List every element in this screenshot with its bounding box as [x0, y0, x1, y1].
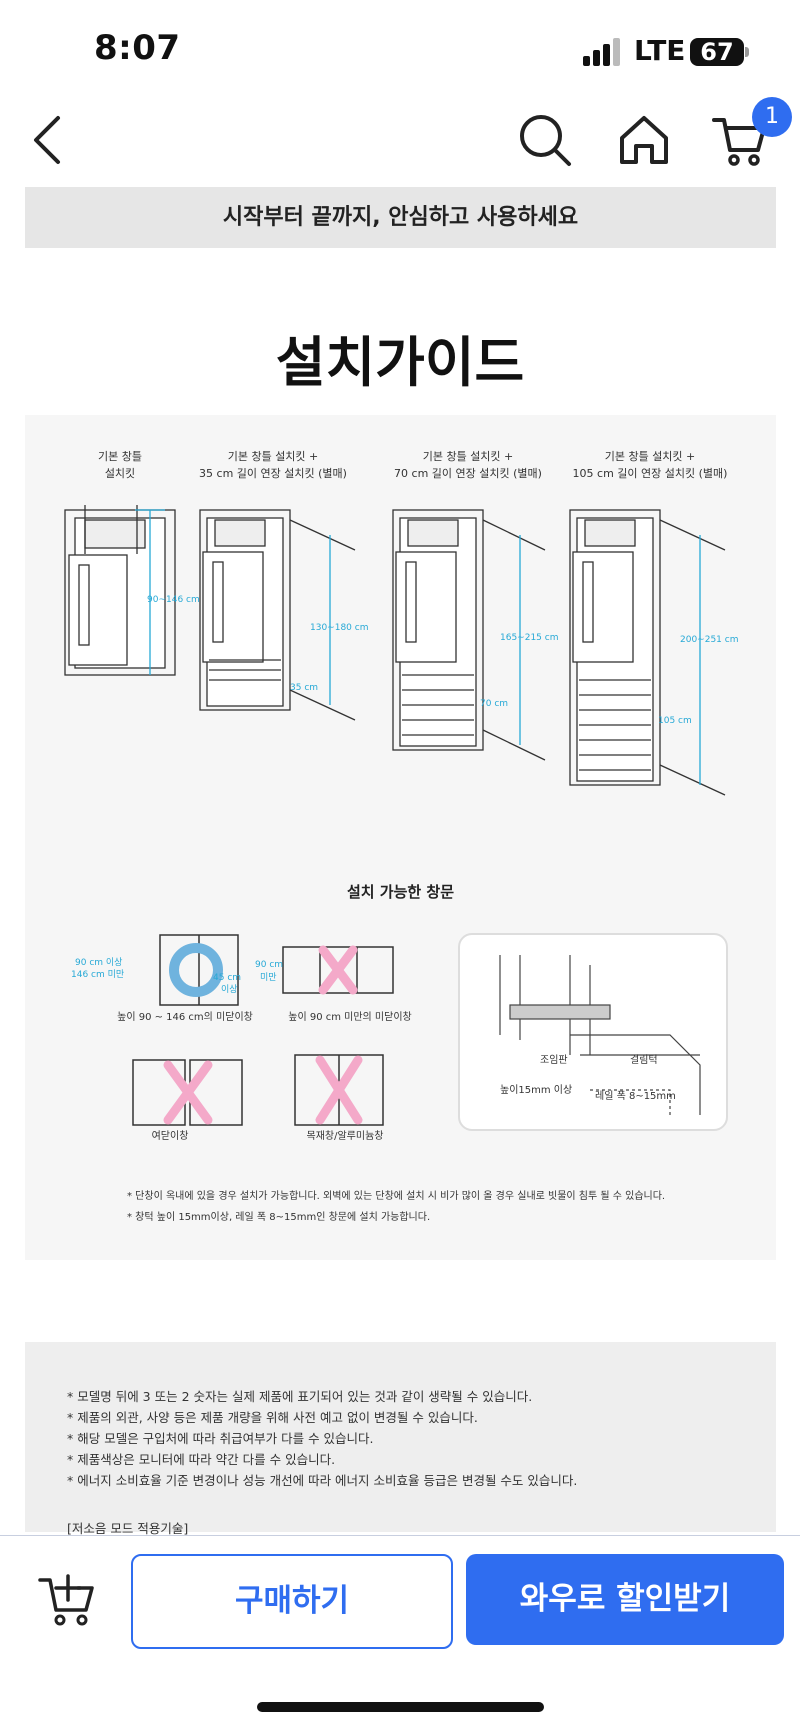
home-indicator[interactable] — [257, 1702, 544, 1712]
ok-mark-icon — [169, 943, 223, 997]
window-types-illustration: 90 cm 이상 146 cm 미만 45 cm 이상 90 cm 미만 — [71, 934, 394, 1126]
guide-footnote: * 단창이 옥내에 있을 경우 설치가 가능합니다. 외벽에 있는 단창에 설치… — [127, 1191, 666, 1202]
add-to-cart-icon[interactable] — [38, 1570, 96, 1628]
kit3-ext: 70 cm — [480, 699, 508, 709]
kit4-range: 200~251 cm — [680, 635, 738, 645]
dim-label: 미만 — [260, 972, 277, 983]
cart-count-badge: 1 — [752, 97, 792, 137]
dim-label: 45 cm — [213, 973, 241, 983]
detail-label: 높이15mm 이상 — [500, 1085, 573, 1096]
rail-detail-illustration — [499, 955, 701, 1115]
install-guide-title: 설치가이드 — [275, 331, 525, 394]
status-time: 8:07 — [94, 28, 181, 68]
note-item: * 제품의 외관, 사양 등은 제품 개량을 위해 사전 예고 없이 변경될 수… — [67, 1410, 478, 1425]
network-type: LTE — [634, 34, 686, 67]
guide-footnote: * 창턱 높이 15mm이상, 레일 폭 8~15mm인 창문에 설치 가능합니… — [127, 1212, 431, 1223]
no-mark-icon — [163, 945, 363, 1125]
notes-subheading: [저소음 모드 적용기술] — [67, 1521, 189, 1536]
kit2-ext: 35 cm — [290, 683, 318, 693]
kit-caption: 기본 창틀 설치킷 +70 cm 길이 연장 설치킷 (별매) — [394, 450, 542, 480]
kit2-range: 130~180 cm — [310, 623, 368, 633]
kit-caption: 기본 창틀 설치킷 +35 cm 길이 연장 설치킷 (별매) — [199, 450, 347, 480]
kit3-range: 165~215 cm — [500, 633, 558, 643]
detail-label: 레일 폭 8~15mm — [595, 1091, 676, 1102]
rail-detail-box: 조임판 걸림턱 높이15mm 이상 레일 폭 8~15mm — [458, 933, 728, 1131]
detail-label: 조임판 — [540, 1055, 568, 1066]
battery-tip — [745, 47, 749, 57]
dim-label: 이상 — [221, 984, 238, 995]
notes-panel: * 모델명 뒤에 3 또는 2 숫자는 실제 제품에 표기되어 있는 것과 같이… — [25, 1342, 776, 1536]
buy-button[interactable]: 구매하기 — [131, 1554, 453, 1649]
note-item: * 모델명 뒤에 3 또는 2 숫자는 실제 제품에 표기되어 있는 것과 같이… — [67, 1389, 533, 1404]
window-label: 높이 90 ~ 146 cm의 미닫이창 — [117, 1012, 253, 1023]
home-icon[interactable] — [616, 112, 672, 168]
info-banner: 시작부터 끝까지, 안심하고 사용하세요 — [25, 187, 776, 248]
dim-label: 90 cm 이상 — [75, 957, 122, 968]
kit-caption: 기본 창틀 설치킷 +105 cm 길이 연장 설치킷 (별매) — [572, 450, 728, 480]
signal-icon — [583, 38, 620, 66]
window-label: 여닫이창 — [151, 1131, 189, 1142]
note-item: * 제품색상은 모니터에 따라 약간 다를 수 있습니다. — [67, 1452, 336, 1467]
notes-list: * 모델명 뒤에 3 또는 2 숫자는 실제 제품에 표기되어 있는 것과 같이… — [67, 1386, 577, 1491]
kit4-ext: 105 cm — [658, 716, 692, 726]
wow-discount-button[interactable]: 와우로 할인받기 — [466, 1554, 784, 1645]
window-label: 목재창/알루미늄창 — [306, 1131, 384, 1142]
search-icon[interactable] — [517, 112, 573, 168]
dim-label: 90 cm — [255, 960, 283, 970]
detail-label: 걸림턱 — [630, 1055, 658, 1066]
battery-icon: 67 — [690, 38, 744, 66]
kit1-range: 90~146 cm — [147, 595, 200, 605]
window-label: 높이 90 cm 미만의 미닫이창 — [288, 1012, 412, 1023]
kit-illustrations: 90~146 cm 130~180 cm 35 cm 165~215 cm 70… — [64, 505, 738, 796]
back-arrow-icon[interactable] — [22, 112, 78, 168]
note-item: * 에너지 소비효율 기준 변경이나 성능 개선에 따라 에너지 소비효율 등급… — [67, 1473, 578, 1488]
note-item: * 해당 모델은 구입처에 따라 취급여부가 다를 수 있습니다. — [67, 1431, 374, 1446]
dim-label: 146 cm 미만 — [71, 969, 124, 980]
windows-subtitle: 설치 가능한 창문 — [346, 883, 455, 901]
